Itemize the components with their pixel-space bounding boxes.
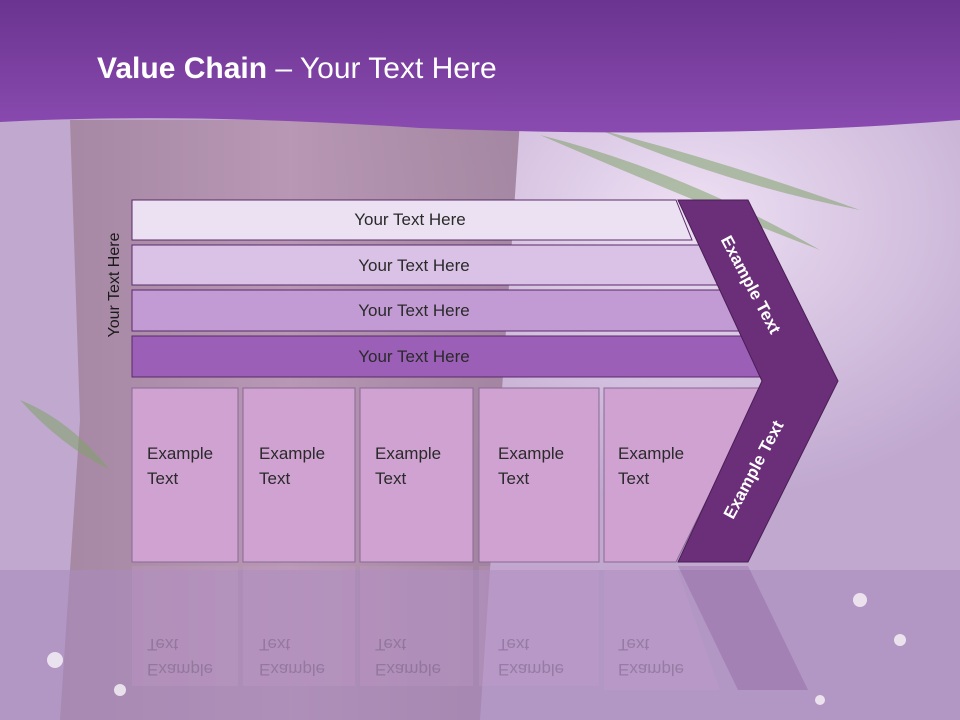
bar-1-label: Your Text Here <box>354 210 466 229</box>
page-title: Value Chain – Your Text Here <box>97 52 497 85</box>
header-band <box>0 0 960 133</box>
flowers <box>47 593 906 705</box>
value-chain-diagram <box>131 199 839 690</box>
ground <box>0 570 960 720</box>
cell-5-shape <box>603 387 763 563</box>
bar-2-label: Your Text Here <box>358 256 470 275</box>
bar-3-label: Your Text Here <box>358 301 470 320</box>
bar-1-shape <box>131 199 693 241</box>
cell-4-shape <box>478 387 600 563</box>
chevron-shape <box>677 199 839 563</box>
cell-3-shape <box>359 387 474 563</box>
reflection <box>132 566 808 690</box>
side-label: Your Text Here <box>106 232 123 338</box>
cell-1-shape <box>131 387 239 563</box>
bar-4-label: Your Text Here <box>358 347 470 366</box>
cell-2-shape <box>242 387 356 563</box>
